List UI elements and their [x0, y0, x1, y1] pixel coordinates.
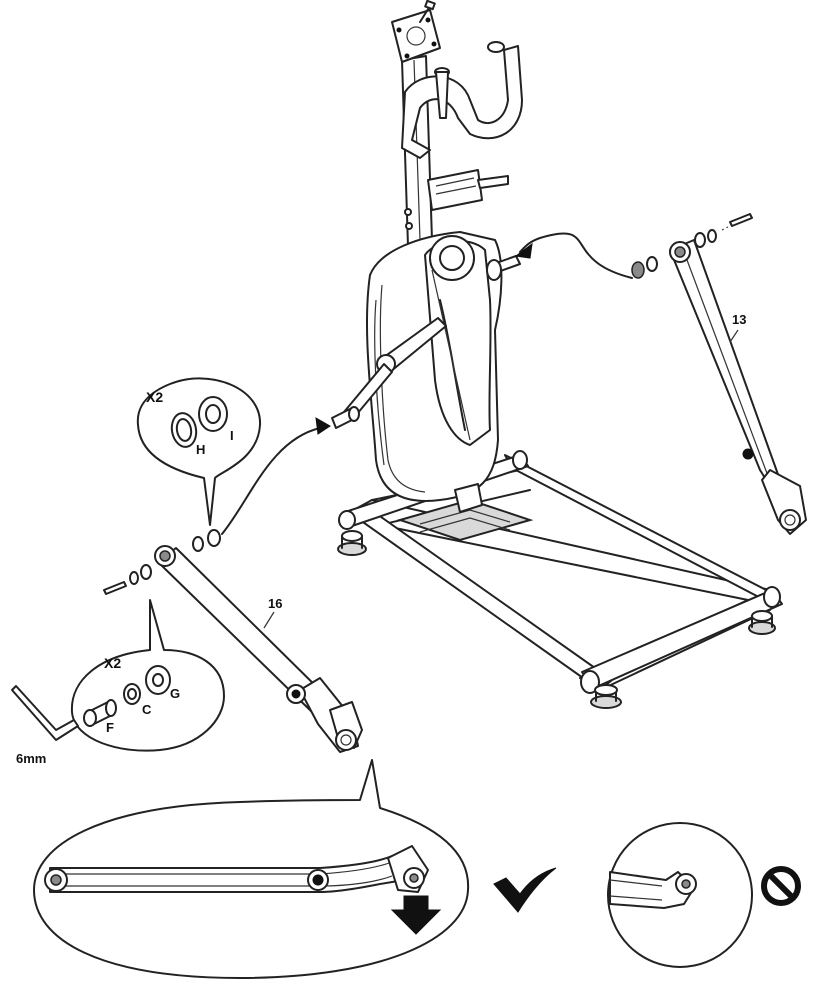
callout-hardware-f-c-g: X2 F C G [70, 599, 225, 752]
part-g-washer [145, 665, 171, 695]
part-i-washer [198, 396, 228, 432]
left-hardware-stack [103, 529, 221, 595]
pedal-arm-left: 16 [103, 529, 363, 753]
detail-view-incorrect [607, 822, 753, 968]
arrowhead-right [514, 242, 533, 259]
leveling-foot-rear-right [748, 610, 776, 635]
part-h-spacer [170, 412, 198, 448]
callout-washers-h-i: X2 H I [136, 377, 262, 526]
install-arrow-left [221, 427, 321, 535]
part-label-h: H [196, 442, 205, 457]
leveling-foot-front-left [337, 510, 367, 556]
bike-frame [331, 0, 783, 709]
seat-tower [391, 0, 523, 247]
part-label-f: F [106, 720, 114, 735]
arrowhead-left [315, 417, 331, 435]
part-label-g: G [170, 686, 180, 701]
leveling-foot-rear-left [590, 684, 622, 709]
flywheel-housing [331, 231, 521, 513]
down-arrow-icon [390, 895, 442, 935]
qty-label-top: X2 [146, 389, 163, 405]
pedal-arm-right: 13 [631, 213, 807, 535]
part-label-c: C [142, 702, 152, 717]
prohibited-icon [761, 866, 801, 906]
install-arrow-right [519, 232, 633, 279]
qty-label-bottom: X2 [104, 655, 121, 671]
checkmark-icon [493, 867, 557, 913]
part-c-lock-washer [123, 683, 141, 705]
part-label-i: I [230, 428, 234, 443]
label-part-13: 13 [732, 312, 746, 327]
tool-size-label: 6mm [16, 751, 46, 766]
right-hardware-stack [631, 213, 753, 279]
detail-view-correct [33, 759, 470, 979]
part-f-bolt [83, 699, 117, 727]
label-part-16: 16 [268, 596, 282, 611]
base-frame [344, 450, 783, 694]
allen-wrench: 6mm [11, 685, 79, 766]
